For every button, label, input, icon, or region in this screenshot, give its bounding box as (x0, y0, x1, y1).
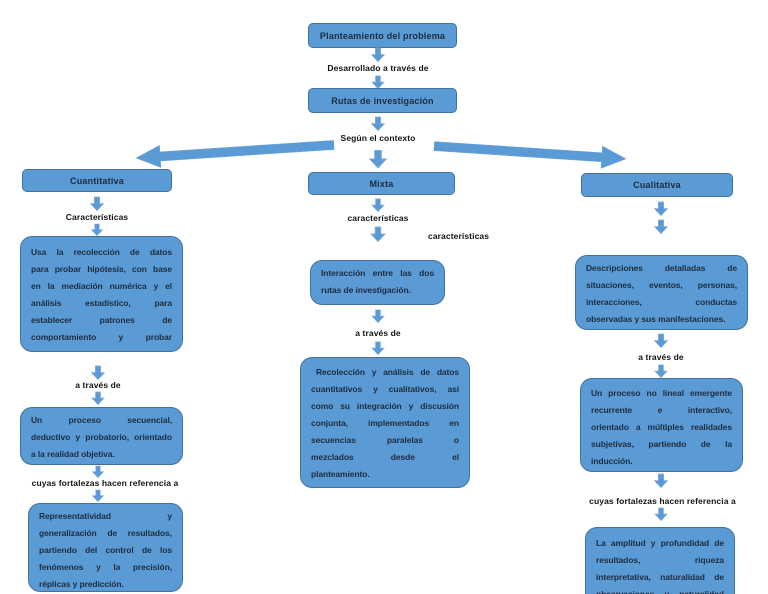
node-text-line: interacciones, conductas (586, 297, 737, 307)
arrow-down-icon (653, 201, 669, 217)
arrow-right-icon (433, 141, 627, 169)
node-text-line: conjunta, implementados en (311, 418, 459, 428)
node-text-line: análisis estadístico, para (31, 298, 172, 308)
node-text-line: como su integración y discusión (311, 401, 459, 411)
node-text-line: observaciones y naturalidad (596, 589, 724, 594)
node-text-line: a la realidad objetiva. (31, 449, 115, 459)
label-caracteristicas-center-2: características (428, 231, 490, 241)
node-text-line: Un proceso secuencial, (31, 415, 172, 425)
label-caracteristicas-center: características (347, 213, 409, 223)
label-fortalezas-left: cuyas fortalezas hacen referencia a (31, 478, 179, 488)
arrow-down-icon (90, 223, 104, 237)
arrow-down-icon (370, 47, 386, 63)
node-text-line: establecer patrones de (31, 315, 172, 325)
label-segun-contexto: Según el contexto (340, 133, 416, 143)
arrow-down-icon (371, 75, 385, 90)
node-right-box2: Un proceso no lineal emergente recurrente… (580, 378, 743, 472)
node-text-line: Recolección y análisis de datos (316, 367, 459, 377)
node-cuantitativa: Cuantitativa (22, 169, 172, 192)
node-left-box3: Representatividad y generalización de res… (28, 503, 183, 592)
node-text-line: situaciones, eventos, personas, (586, 280, 737, 290)
node-text-line: interpretativa, naturalidad de (596, 572, 724, 582)
node-text-line: planteamiento. (311, 469, 370, 479)
arrow-left-icon (135, 140, 335, 168)
node-text-line: recurrente e interactivo, (591, 405, 732, 415)
node-text-line: subjetivas, partiendo de la (591, 439, 732, 449)
arrow-down-icon (91, 465, 105, 479)
node-text-line: orientado a múltiples realidades (591, 422, 732, 432)
node-text-line: La amplitud y profundidad de (596, 538, 724, 548)
arrow-down-icon (654, 507, 668, 522)
label-a-traves-right: a través de (638, 352, 684, 362)
arrow-down-icon (90, 365, 106, 381)
arrow-down-icon (371, 309, 385, 324)
label-a-traves-left: a través de (75, 380, 121, 390)
label-caracteristicas-left: Características (65, 212, 129, 222)
node-text-line: Usa la recolección de datos (31, 247, 172, 257)
arrow-down-icon (368, 150, 388, 169)
arrow-down-icon (653, 473, 669, 489)
node-text-line: réplicas y predicción. (39, 579, 124, 589)
arrow-down-icon (89, 196, 105, 212)
node-text-line: generalización de resultados, (39, 528, 172, 538)
node-mixta-label: Mixta (369, 178, 394, 189)
node-right-box1: Descripciones detalladas de situaciones, … (575, 255, 748, 330)
node-text-line: Interacción entre las dos (321, 268, 434, 278)
label-fortalezas-right: cuyas fortalezas hacen referencia a (589, 496, 736, 506)
node-text-line: en la mediación numérica y el (31, 281, 172, 291)
node-mixta: Mixta (308, 172, 455, 195)
arrow-down-icon (371, 198, 385, 213)
node-right-box3: La amplitud y profundidad de resultados, … (585, 527, 735, 594)
node-cuantitativa-label: Cuantitativa (70, 175, 124, 186)
node-text-line: comportamiento y probar (31, 332, 172, 342)
arrow-down-icon (654, 364, 668, 379)
node-left-box1: Usa la recolección de datos para probar h… (20, 236, 183, 352)
node-text-line: Descripciones detalladas de (586, 263, 737, 273)
node-text-line: mezclados desde el (311, 452, 459, 462)
node-cualitativa-label: Cualitativa (633, 180, 681, 190)
node-text-line: fenómenos y la precisión, (39, 562, 172, 572)
label-a-traves-center: a través de (355, 328, 401, 338)
node-text-line: secuencias paralelas o (311, 435, 459, 445)
node-text-line: Un proceso no lineal emergente (591, 388, 732, 398)
node-planteamiento: Planteamiento del problema (308, 23, 457, 48)
arrow-down-icon (653, 333, 669, 349)
node-text-line: rutas de investigación. (321, 285, 411, 295)
node-text-line: inducción. (591, 456, 633, 466)
node-left-box2: Un proceso secuencial, deductivo y probat… (20, 407, 183, 465)
arrow-down-icon (370, 116, 386, 132)
node-rutas: Rutas de investigación (308, 88, 457, 113)
arrow-down-icon (653, 219, 669, 235)
node-text-line: Representatividad y (39, 511, 172, 521)
node-text-line: cuantitativos y cualitativos, así (311, 384, 459, 394)
arrow-down-icon (371, 341, 385, 356)
node-text-line: deductivo y probatorio, orientado (31, 432, 172, 442)
arrow-down-icon (91, 391, 105, 406)
node-rutas-label: Rutas de investigación (331, 95, 434, 106)
node-center-box2: Recolección y análisis de datos cuantitat… (300, 357, 470, 488)
node-center-box1: Interacción entre las dos rutas de invest… (310, 260, 445, 305)
node-planteamiento-label: Planteamiento del problema (319, 30, 446, 41)
node-text-line: partiendo del control de los (39, 545, 172, 555)
node-cualitativa: Cualitativa (581, 173, 733, 197)
label-desarrollado: Desarrollado a través de (327, 63, 429, 73)
node-text-line: para probar hipótesis, con base (31, 264, 172, 274)
arrow-down-icon (370, 226, 386, 243)
node-text-line: resultados, riqueza (596, 555, 724, 565)
node-text-line: observadas y sus manifestaciones. (586, 314, 726, 324)
arrow-down-icon (91, 489, 105, 503)
